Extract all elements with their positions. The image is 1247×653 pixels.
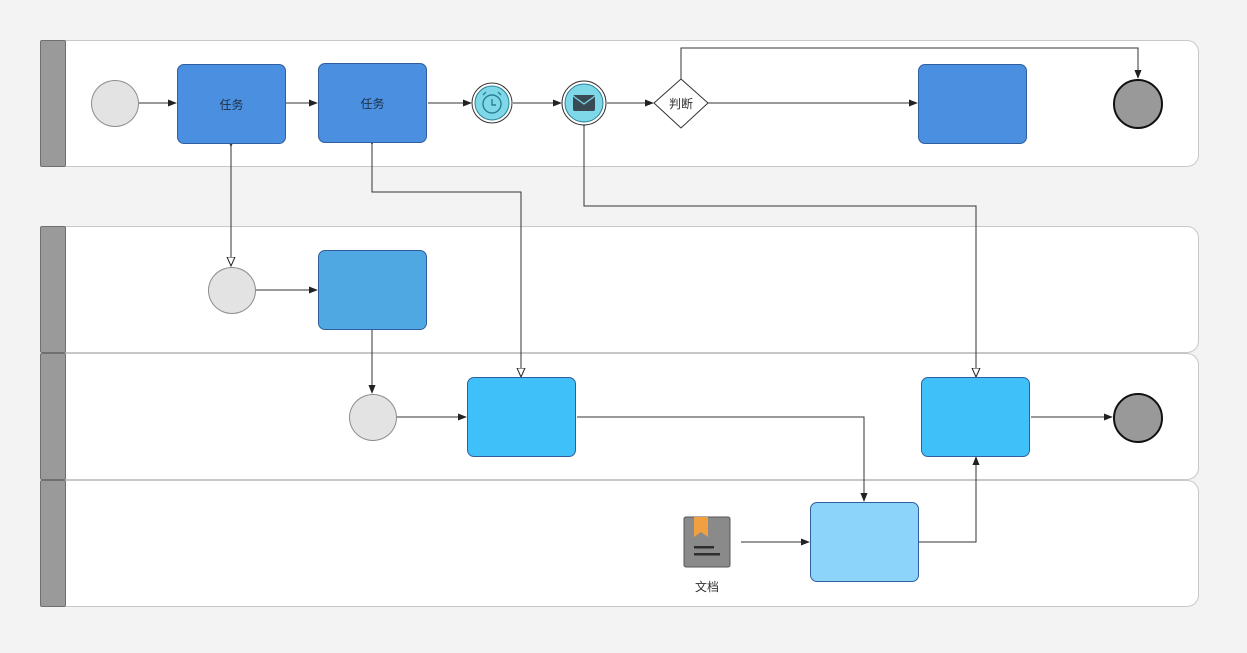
task-3[interactable] bbox=[318, 250, 427, 330]
task-4[interactable] bbox=[467, 377, 576, 457]
swimlane-4-header[interactable] bbox=[40, 480, 66, 607]
flow-task4-task6 bbox=[577, 416, 868, 502]
start-event-3[interactable] bbox=[349, 394, 397, 441]
task-6[interactable] bbox=[810, 502, 919, 582]
task-1[interactable]: 任务 bbox=[177, 64, 286, 144]
swimlane-4 bbox=[65, 480, 1199, 607]
document-icon bbox=[683, 516, 731, 568]
task-5[interactable] bbox=[921, 377, 1030, 457]
task-7[interactable] bbox=[918, 64, 1027, 144]
gateway-label: 判断 bbox=[668, 97, 693, 111]
exclusive-gateway bbox=[653, 78, 709, 129]
flow-task6-task5 bbox=[919, 456, 980, 543]
start-event-1[interactable] bbox=[91, 80, 139, 127]
swimlane-1-header[interactable] bbox=[40, 40, 66, 167]
start-event-2[interactable] bbox=[208, 267, 256, 314]
swimlane-3-header[interactable] bbox=[40, 353, 66, 480]
document-label: 文档 bbox=[694, 580, 719, 594]
msgflow-task2-task4 bbox=[372, 144, 521, 377]
end-event-2[interactable] bbox=[1113, 393, 1163, 443]
flow-gateway-end1 bbox=[680, 47, 1142, 79]
end-event-1[interactable] bbox=[1113, 79, 1163, 129]
alarm-clock-icon bbox=[471, 82, 513, 124]
swimlane-2-header[interactable] bbox=[40, 226, 66, 353]
msgflow-message-task5 bbox=[584, 126, 976, 377]
task-2[interactable]: 任务 bbox=[318, 63, 427, 143]
envelope-icon bbox=[561, 80, 607, 126]
